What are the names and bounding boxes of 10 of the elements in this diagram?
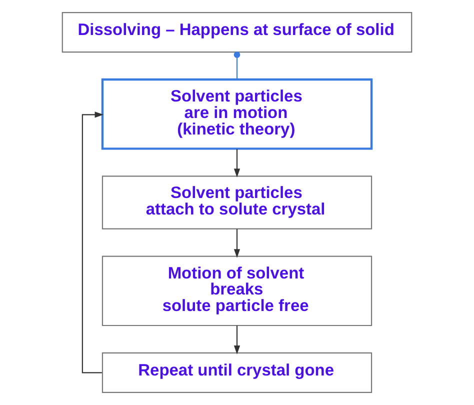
arrow (82, 112, 104, 374)
arrow (234, 229, 240, 258)
arrow (234, 149, 240, 178)
node-box: Dissolving – Happens at surface of solid (62, 12, 412, 53)
node-box: Solvent particles are in motion (kinetic theory) (101, 78, 373, 150)
node-box: Repeat until crystal gone (102, 352, 372, 394)
arrow (234, 326, 240, 354)
node-box: Motion of solvent breaks solute particle free (102, 256, 372, 326)
node-box: Solvent particles attach to solute crystal (102, 176, 372, 230)
connector (234, 52, 240, 80)
